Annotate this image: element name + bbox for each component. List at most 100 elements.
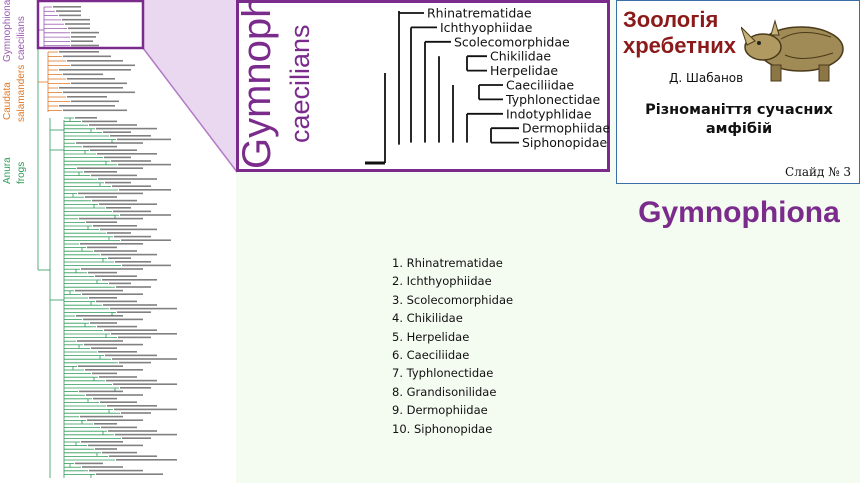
tip-label xyxy=(65,23,90,25)
family-list: 1. Rhinatrematidae 2. Ichthyophiidae 3. … xyxy=(392,254,513,438)
tip-label xyxy=(97,153,157,155)
tip-label xyxy=(67,96,107,98)
tip-label xyxy=(59,14,81,17)
tip-label xyxy=(96,300,137,303)
tip-label xyxy=(76,142,143,144)
tip-label xyxy=(89,124,137,126)
taxon-label: Chikilidae xyxy=(490,49,551,64)
page-heading: Gymnophiona xyxy=(638,196,840,229)
book-title: Зоологія хребетних xyxy=(623,7,736,59)
taxon-label: Siphonopidae xyxy=(522,135,607,150)
tip-label xyxy=(86,221,117,223)
tip-label xyxy=(120,214,171,216)
tip-label xyxy=(95,448,117,450)
book-subtitle-line2: амфібій xyxy=(705,121,773,137)
phylogeny-tree xyxy=(37,6,177,478)
list-item: 4. Chikilidae xyxy=(392,311,463,326)
tip-label xyxy=(98,351,137,353)
tip-label xyxy=(98,178,157,180)
tip-label xyxy=(71,36,96,38)
tip-label xyxy=(88,271,117,274)
tip-label xyxy=(88,444,143,447)
tip-label xyxy=(75,289,123,292)
tip-label xyxy=(76,315,123,317)
tip-label xyxy=(68,27,90,30)
tip-label xyxy=(59,51,99,53)
tip-label xyxy=(77,340,123,342)
tip-label xyxy=(121,239,171,241)
tip-label xyxy=(87,246,117,249)
tip-label xyxy=(75,462,103,465)
tip-label xyxy=(92,372,117,375)
tip-label xyxy=(59,105,115,107)
taxon-label: Ichthyophiidae xyxy=(440,20,533,35)
tip-label xyxy=(87,419,143,421)
tip-label xyxy=(78,192,143,195)
list-item: 10. Siphonopidae xyxy=(392,421,493,436)
tip-label xyxy=(71,40,93,42)
tip-label xyxy=(71,100,119,103)
tip-label xyxy=(80,243,143,245)
tip-label xyxy=(84,171,117,173)
tip-label xyxy=(116,286,151,288)
list-item: 9. Dermophiidae xyxy=(392,403,488,418)
tip-label xyxy=(93,397,117,400)
taxon-label: Indotyphlidae xyxy=(506,106,592,121)
tip-label xyxy=(82,466,123,468)
tip-label xyxy=(107,405,157,407)
tip-label xyxy=(99,376,137,378)
tip-label xyxy=(67,78,115,80)
tip-label xyxy=(53,6,81,8)
taxon-label: Typhlonectidae xyxy=(505,92,601,107)
tip-label xyxy=(82,120,117,123)
tip-label xyxy=(106,379,157,382)
list-item: 6. Caeciliidae xyxy=(392,347,470,362)
tip-label xyxy=(121,412,151,414)
tip-label xyxy=(89,297,117,299)
taxon-label: Herpelidae xyxy=(490,63,558,78)
label-salamanders: salamanders xyxy=(16,64,27,122)
tip-label xyxy=(91,174,137,177)
tip-label xyxy=(110,307,177,310)
tip-label xyxy=(96,473,163,475)
tip-label xyxy=(118,163,171,166)
tip-label xyxy=(91,347,117,349)
tip-label xyxy=(94,250,137,252)
taxon-label: Scolecomorphidae xyxy=(454,34,570,49)
tip-label xyxy=(107,232,131,234)
book-author: Д. Шабанов xyxy=(669,71,744,85)
tip-label xyxy=(85,196,117,198)
tip-label xyxy=(79,390,123,393)
list-item: 2. Ichthyophiidae xyxy=(392,274,492,289)
book-subtitle: Різноманіття сучасних амфібій xyxy=(617,101,860,139)
book-cover: Зоологія хребетних Д. Шабанов Різноманіт… xyxy=(616,0,860,184)
tip-label xyxy=(109,455,157,457)
tip-label xyxy=(95,275,137,277)
label-frogs: frogs xyxy=(16,161,27,184)
tip-label xyxy=(71,31,99,34)
tip-label xyxy=(102,451,137,454)
tip-label xyxy=(56,10,81,12)
tip-label xyxy=(116,459,177,461)
tip-label xyxy=(96,127,157,130)
tip-label xyxy=(108,430,157,432)
tip-label xyxy=(104,156,131,159)
tip-label xyxy=(103,131,131,133)
tip-label xyxy=(108,257,131,259)
list-item: 3. Scolecomorphidae xyxy=(392,292,514,307)
tip-label xyxy=(63,55,111,58)
tip-label xyxy=(90,322,117,324)
list-item: 7. Typhlonectidae xyxy=(392,366,494,381)
tip-label xyxy=(85,369,143,371)
tip-label xyxy=(101,253,157,256)
tip-label xyxy=(93,225,137,227)
tip-label xyxy=(63,91,135,94)
tip-label xyxy=(94,423,117,425)
tip-label xyxy=(113,383,177,385)
tip-label xyxy=(113,210,151,213)
tip-label xyxy=(111,160,151,162)
label-caecilians: caecilians xyxy=(16,16,27,60)
tip-label xyxy=(112,358,177,360)
slide-number: Слайд № 3 xyxy=(785,165,851,179)
